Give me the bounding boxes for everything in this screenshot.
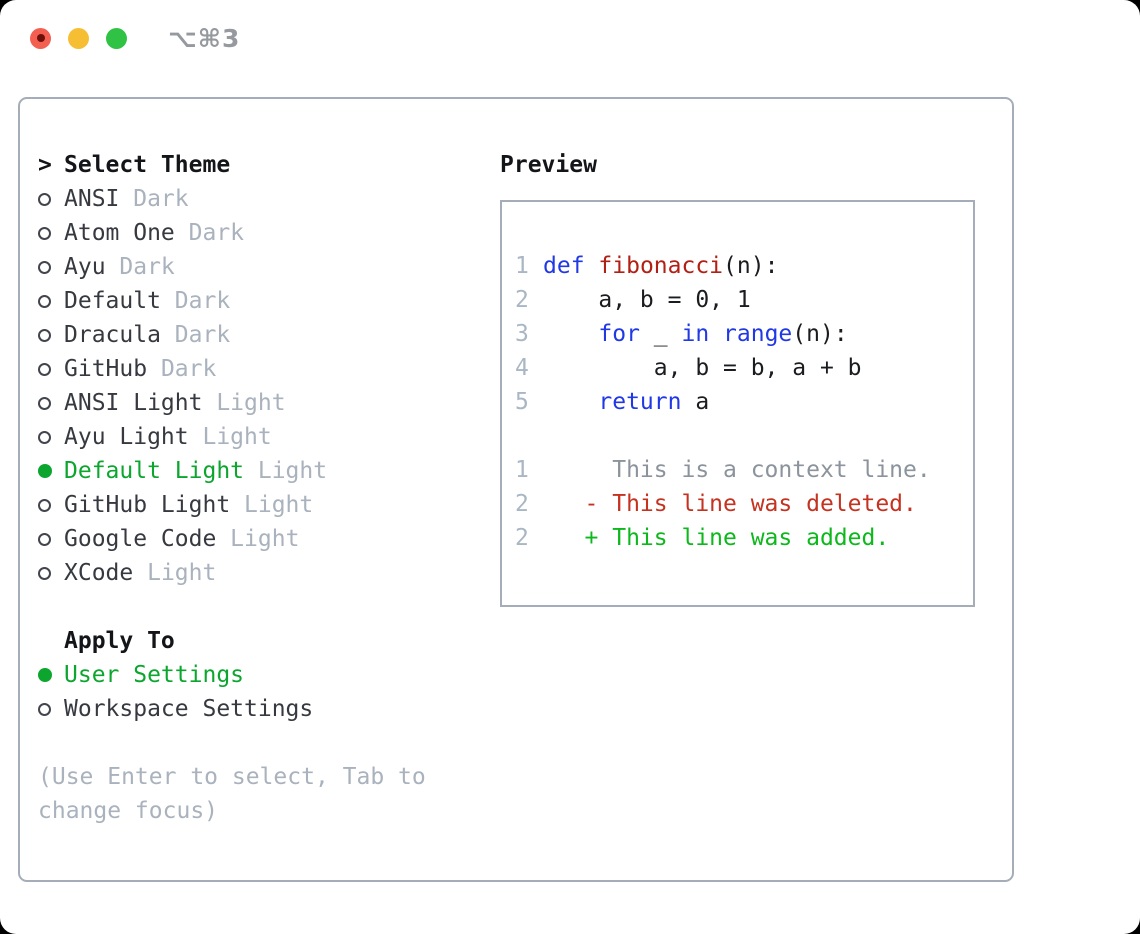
theme-option-github[interactable]: GitHub Dark [38,352,468,386]
code-line: 2 a, b = 0, 1 [515,283,973,317]
theme-option-atom-one[interactable]: Atom One Dark [38,216,468,250]
theme-name: Dracula [64,322,161,348]
theme-name: Atom One [64,220,175,246]
theme-name: ANSI [64,186,120,212]
spacer [515,419,973,453]
line-number: 2 [515,491,529,517]
radio-unselected-icon [38,702,51,716]
close-button[interactable] [30,27,51,49]
theme-name: Google Code [64,526,217,552]
caret-icon: > [38,152,52,178]
theme-variant: Light [244,458,328,484]
theme-variant: Dark [105,254,175,280]
radio-unselected-icon [38,192,51,206]
theme-variant: Dark [119,186,189,212]
theme-name: GitHub [64,356,148,382]
radio-unselected-icon [38,566,51,580]
code-line: 4 a, b = b, a + b [515,351,973,385]
preview-heading: Preview [500,152,597,178]
radio-selected-icon [38,668,52,682]
theme-name: GitHub Light [64,492,231,518]
apply-option-label: Workspace Settings [64,696,314,722]
radio-unselected-icon [38,532,51,546]
radio-unselected-icon [38,498,51,512]
minimize-button[interactable] [68,27,89,49]
zoom-button[interactable] [106,27,127,49]
radio-selected-icon [38,464,52,478]
prompt-marker: > [38,148,64,182]
radio-unselected-icon [38,294,51,308]
theme-option-dracula[interactable]: Dracula Dark [38,318,468,352]
theme-option-ayu[interactable]: Ayu Dark [38,250,468,284]
theme-variant: Dark [174,220,245,246]
theme-variant: Light [188,424,272,450]
line-number: 1 [515,457,529,483]
radio-unselected-icon [38,260,51,274]
theme-option-default[interactable]: Default Dark [38,284,468,318]
preview-header-row: Preview [500,148,1000,182]
radio-unselected-icon [38,396,51,410]
theme-variant: Dark [160,322,231,348]
theme-option-google-code[interactable]: Google Code Light [38,522,468,556]
theme-variant: Light [133,560,217,586]
spacer [38,726,468,760]
apply-option-user-settings[interactable]: User Settings [38,658,468,692]
line-number: 4 [515,355,529,381]
radio-unselected-icon [38,362,51,376]
theme-option-ayu-light[interactable]: Ayu Light Light [38,420,468,454]
theme-variant: Dark [160,288,231,314]
theme-option-github-light[interactable]: GitHub Light Light [38,488,468,522]
theme-option-xcode[interactable]: XCode Light [38,556,468,590]
theme-variant: Light [230,492,314,518]
theme-name: ANSI Light [64,390,203,416]
theme-variant: Light [216,526,300,552]
apply-to-heading: Apply To [64,628,175,654]
apply-to-header-row: Apply To [38,624,468,658]
theme-list-header-row: > Select Theme [38,148,468,182]
theme-name: XCode [64,560,134,586]
line-number: 2 [515,287,529,313]
diff-line-deleted: 2 - This line was deleted. [515,487,973,521]
line-number: 1 [515,253,529,279]
code-line: 3 for _ in range(n): [515,317,973,351]
diff-line-added: 2 + This line was added. [515,521,973,555]
theme-name: Ayu Light [64,424,189,450]
theme-name: Default Light [64,458,245,484]
theme-option-default-light[interactable]: Default Light Light [38,454,468,488]
titlebar: ⌥⌘3 [30,24,240,53]
diff-line-context: 1 This is a context line. [515,453,973,487]
unsaved-dot-icon [36,34,45,42]
spacer [38,590,468,624]
theme-option-ansi[interactable]: ANSI Dark [38,182,468,216]
radio-unselected-icon [38,328,51,342]
apply-option-label: User Settings [64,662,245,688]
line-number: 3 [515,321,529,347]
apply-option-workspace-settings[interactable]: Workspace Settings [38,692,468,726]
radio-unselected-icon [38,430,51,444]
code-line: 5 return a [515,385,973,419]
theme-option-ansi-light[interactable]: ANSI Light Light [38,386,468,420]
theme-name: Default [64,288,161,314]
diff-preview: 1 This is a context line.2 - This line w… [515,453,973,555]
theme-variant: Light [202,390,286,416]
line-number: 5 [515,389,529,415]
theme-name: Ayu [64,254,106,280]
theme-variant: Dark [147,356,217,382]
radio-unselected-icon [38,226,51,240]
theme-list-heading: Select Theme [64,152,231,178]
window-title: ⌥⌘3 [168,23,241,53]
help-text: (Use Enter to select, Tab to change focu… [38,764,426,824]
line-number: 2 [515,525,529,551]
